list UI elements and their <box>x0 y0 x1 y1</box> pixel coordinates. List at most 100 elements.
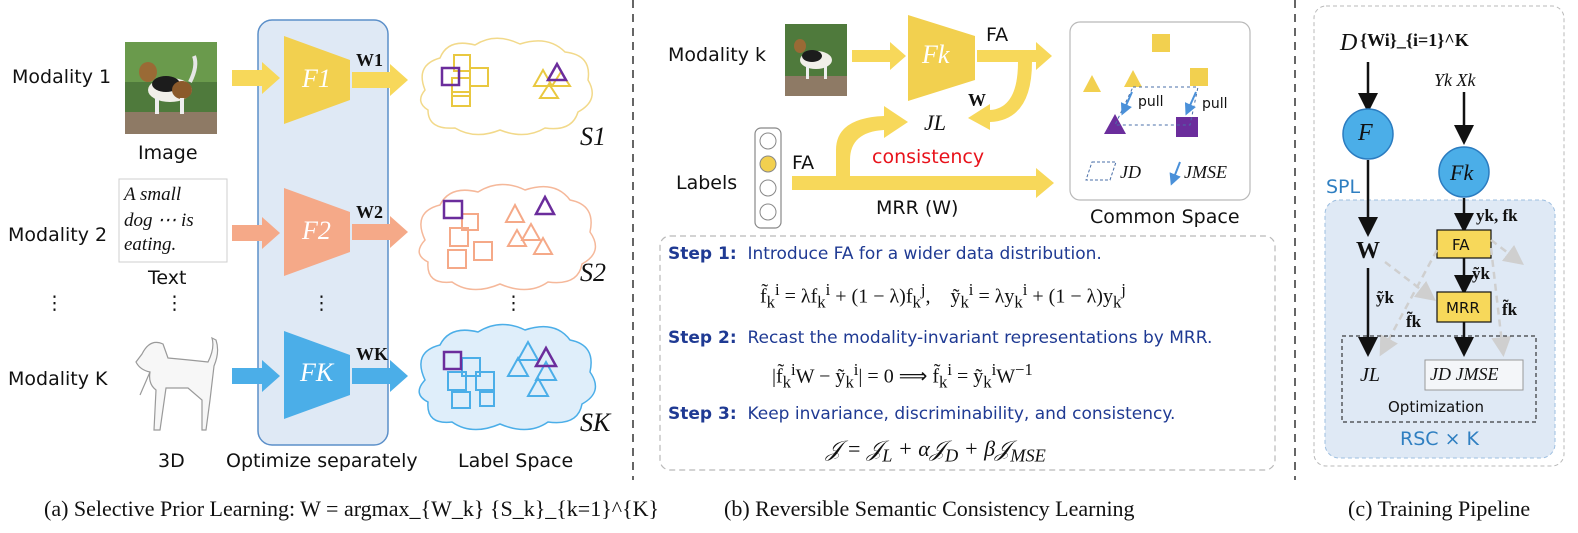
label-3d: 3D <box>158 450 185 472</box>
legend-jd-label: JD <box>1120 162 1141 182</box>
cloud-S1 <box>419 37 593 136</box>
weight-W1: W1 <box>356 50 383 70</box>
text-sample-line-1: A small <box>124 184 182 205</box>
network-F2 <box>284 188 350 276</box>
step2-equation: |f̃kiW − ỹki| = 0 ⟹ f̃ki = ỹkiW−1 <box>772 360 1033 392</box>
vdots-cloud: ⋮ <box>504 292 523 314</box>
text-label: Text <box>148 267 187 289</box>
fa-box-label: FA <box>1452 236 1470 254</box>
label-dot-2 <box>759 155 777 173</box>
arrow-modK-out <box>352 360 408 392</box>
cloud2-triangles <box>504 202 554 255</box>
cloudK-purple-triangle <box>533 345 559 368</box>
vdots-net: ⋮ <box>312 292 331 314</box>
labels-column <box>754 127 782 229</box>
text-sample-line-3: eating. <box>124 234 177 255</box>
f-tilde-right: f̃k <box>1502 300 1518 319</box>
fa-box <box>1436 229 1492 259</box>
fa-top-label: FA <box>986 24 1009 46</box>
arrow-mrr <box>792 168 1054 198</box>
caption-c: (c) Training Pipeline <box>1348 496 1531 521</box>
labels-label: Labels <box>676 172 738 194</box>
pull-label-2: pull <box>1202 96 1228 112</box>
top-YX: Yk Xk <box>1434 70 1476 90</box>
legend-jd-icon <box>1085 161 1117 181</box>
fa-bottom-label: FA <box>792 152 815 174</box>
image-label: Image <box>138 142 198 164</box>
jd-jmse-box <box>1424 359 1524 391</box>
arrow-labels-curve <box>836 106 908 176</box>
weight-WK: WK <box>356 344 389 364</box>
network-F1-label: F1 <box>302 64 331 93</box>
step3-label: Step 3: <box>668 404 737 424</box>
text-sample-box <box>118 178 228 263</box>
step3: Step 3: Keep invariance, discriminabilit… <box>668 404 1175 424</box>
step2: Step 2: Recast the modality-invariant re… <box>668 328 1212 348</box>
cloud2-purple-triangle <box>533 194 557 216</box>
y-tilde-right: ỹk <box>1472 264 1490 283</box>
rsc-region <box>1324 199 1556 459</box>
step2-text: Recast the modality-invariant representa… <box>747 328 1213 348</box>
label-dot-3 <box>759 179 777 197</box>
f-tilde-left: f̃k <box>1406 312 1422 331</box>
dog-photo-b <box>785 24 847 96</box>
arrow-img-to-fk <box>852 42 906 70</box>
step1-equation: f̃ki = λfki + (1 − λ)fkj, ỹki = λyki + (… <box>760 280 1126 312</box>
dog-3d-image <box>135 336 219 431</box>
step3-equation: 𝒥 = 𝒥L + α𝒥D + β𝒥MSE <box>826 436 1046 466</box>
modality-2-label: Modality 2 <box>8 224 108 246</box>
node-Fk-label: Fk <box>1450 160 1474 185</box>
cs-square-top <box>1152 34 1170 52</box>
yk-fk-label: yk, fk <box>1476 206 1518 225</box>
arrow-mod2-in <box>232 217 280 249</box>
network-F2-label: F2 <box>302 216 331 245</box>
spl-label: SPL <box>1326 176 1361 198</box>
network-FK <box>284 331 350 419</box>
node-Fk <box>1438 146 1490 198</box>
cs-tri-1 <box>1083 75 1101 92</box>
modality-1-label: Modality 1 <box>12 66 112 88</box>
network-F1 <box>284 36 350 124</box>
arrow-w-curve <box>968 62 1032 130</box>
weight-W2: W2 <box>356 202 383 222</box>
dog-photo-image <box>125 42 217 134</box>
gray-FA-to-right <box>1490 239 1524 266</box>
vdots-text: ⋮ <box>165 292 184 314</box>
mrr-box <box>1436 291 1492 323</box>
y-tilde-left: ỹk <box>1376 288 1394 307</box>
consistency-label: consistency <box>872 146 985 168</box>
step1: Step 1: Introduce FA for a wider data di… <box>668 244 1102 264</box>
vdots-left: ⋮ <box>45 292 64 314</box>
top-D: D <box>1340 30 1358 56</box>
caption-a: (a) Selective Prior Learning: W = argmax… <box>44 496 660 521</box>
JD-JMSE-label: JD JMSE <box>1430 364 1499 384</box>
legend-jmse-icon <box>1169 161 1181 186</box>
JL-label-c: JL <box>1360 364 1380 386</box>
cloud2-squares <box>447 213 493 269</box>
mrr-label: MRR (W) <box>876 197 959 219</box>
node-F-label: F <box>1358 120 1373 146</box>
step3-text: Keep invariance, discriminability, and c… <box>747 404 1176 424</box>
arrow-mod1-in <box>232 62 280 94</box>
text-sample-line-2: dog ⋯ is <box>124 210 194 231</box>
arrow-mod2-out <box>352 216 408 248</box>
mrr-box-label: MRR <box>1446 299 1480 317</box>
caption-b: (b) Reversible Semantic Consistency Lear… <box>724 496 1135 521</box>
pull-label-1: pull <box>1138 94 1164 110</box>
common-space-label: Common Space <box>1090 206 1240 228</box>
legend-jmse-label: JMSE <box>1184 162 1227 182</box>
label-space-label: Label Space <box>458 450 574 472</box>
rsc-label: RSC × K <box>1400 428 1479 450</box>
node-F <box>1342 108 1394 160</box>
pull-arrow-2 <box>1184 91 1197 116</box>
w-curve-label: W <box>968 90 986 110</box>
network-Fk-label: Fk <box>922 40 950 69</box>
optimize-separately-label: Optimize separately <box>226 450 418 472</box>
steps-box <box>659 235 1276 471</box>
arrow-fk-to-space <box>977 42 1052 70</box>
optimization-label: Optimization <box>1388 398 1484 416</box>
network-Fk <box>908 15 975 101</box>
cloud1-purple-square <box>440 66 461 87</box>
modality-k-label: Modality K <box>8 368 108 390</box>
